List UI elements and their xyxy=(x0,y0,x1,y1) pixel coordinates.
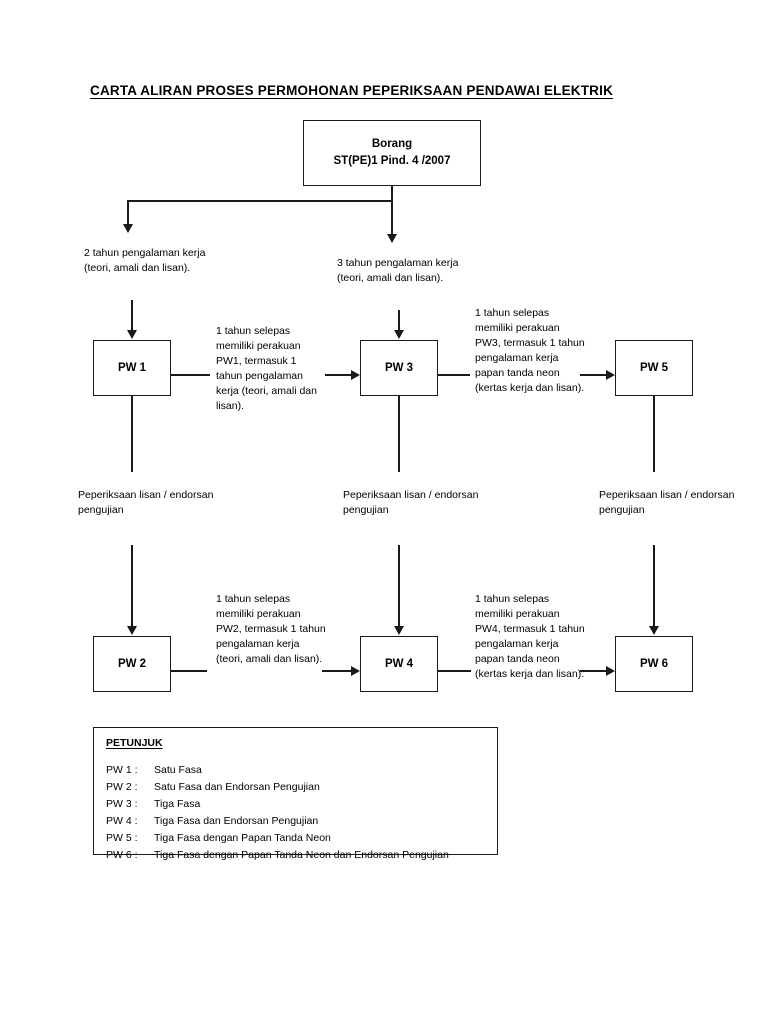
arrowhead-pw1-to-pw3 xyxy=(351,369,360,380)
connector-label-to-pw3 xyxy=(398,310,400,330)
edge-label-pw1-to-pw3: 1 tahun selepas memiliki perakuan PW1, t… xyxy=(216,325,317,412)
connector-pw2-to-pw4-tail xyxy=(322,670,353,672)
node-pw2: PW 2 xyxy=(93,636,171,692)
legend-value: Tiga Fasa dengan Papan Tanda Neon dan En… xyxy=(154,849,449,861)
node-pw5: PW 5 xyxy=(615,340,693,396)
edge-label-pw2-to-pw4: 1 tahun selepas memiliki perakuan PW2, t… xyxy=(216,593,326,665)
legend-row: PW 6 : Tiga Fasa dengan Papan Tanda Neon… xyxy=(106,847,489,864)
connector-split-bus xyxy=(128,200,392,202)
arrowhead-pw4-to-pw6 xyxy=(606,665,615,676)
node-pw6: PW 6 xyxy=(615,636,693,692)
arrowhead-pw2-to-pw4 xyxy=(351,665,360,676)
node-start-line2: ST(PE)1 Pind. 4 /2007 xyxy=(333,155,451,167)
connector-pw5-down-stem xyxy=(653,396,655,472)
connector-pw3-to-pw4-tail xyxy=(398,545,400,626)
connector-label-to-pw1 xyxy=(131,300,133,330)
legend-key: PW 2 : xyxy=(106,781,138,793)
node-pw3: PW 3 xyxy=(360,340,438,396)
legend-value: Satu Fasa xyxy=(154,764,202,776)
page-title: CARTA ALIRAN PROSES PERMOHONAN PEPERIKSA… xyxy=(90,83,614,98)
arrowhead-start-to-pw3 xyxy=(387,234,397,243)
edge-label-pw4-to-pw6: 1 tahun selepas memiliki perakuan PW4, t… xyxy=(475,593,585,680)
legend-row: PW 2 : Satu Fasa dan Endorsan Pengujian xyxy=(106,779,489,796)
connector-start-stem xyxy=(391,186,393,201)
edge-label-pw3-to-pw4: Peperiksaan lisan / endorsan pengujian xyxy=(343,489,479,516)
connector-pw3-down-stem xyxy=(398,396,400,472)
connector-pw3-to-pw5-tail xyxy=(580,374,608,376)
connector-pw1-to-pw3-tail xyxy=(325,374,353,376)
legend-value: Tiga Fasa dan Endorsan Pengujian xyxy=(154,815,319,827)
legend-heading: PETUNJUK xyxy=(106,737,163,749)
legend-value: Tiga Fasa dengan Papan Tanda Neon xyxy=(154,832,331,844)
node-start-form: Borang ST(PE)1 Pind. 4 /2007 xyxy=(303,120,481,186)
connector-start-to-pw3-branch xyxy=(391,200,393,236)
legend-key: PW 3 : xyxy=(106,798,138,810)
legend-value: Satu Fasa dan Endorsan Pengujian xyxy=(154,781,320,793)
arrowhead-into-pw3 xyxy=(394,330,404,339)
legend-rows: PW 1 : Satu Fasa PW 2 : Satu Fasa dan En… xyxy=(106,762,489,864)
legend-key: PW 1 : xyxy=(106,764,138,776)
legend-key: PW 4 : xyxy=(106,815,138,827)
connector-start-to-pw1-branch xyxy=(127,200,129,226)
legend-row: PW 5 : Tiga Fasa dengan Papan Tanda Neon xyxy=(106,830,489,847)
legend-row: PW 3 : Tiga Fasa xyxy=(106,796,489,813)
arrowhead-start-to-pw1 xyxy=(123,224,133,233)
edge-label-pw1-to-pw2: Peperiksaan lisan / endorsan pengujian xyxy=(78,489,214,516)
connector-pw3-to-pw5-stub xyxy=(438,374,470,376)
edge-label-pw3-to-pw5: 1 tahun selepas memiliki perakuan PW3, t… xyxy=(475,307,585,394)
arrowhead-pw3-to-pw5 xyxy=(606,369,615,380)
legend-key: PW 6 : xyxy=(106,849,138,861)
legend-row: PW 4 : Tiga Fasa dan Endorsan Pengujian xyxy=(106,813,489,830)
arrowhead-into-pw2 xyxy=(127,626,137,635)
legend-row: PW 1 : Satu Fasa xyxy=(106,762,489,779)
connector-pw4-to-pw6-tail xyxy=(580,670,608,672)
node-pw1: PW 1 xyxy=(93,340,171,396)
legend-value: Tiga Fasa xyxy=(154,798,201,810)
edge-label-start-to-pw1: 2 tahun pengalaman kerja (teori, amali d… xyxy=(84,247,206,274)
legend-box: PETUNJUK PW 1 : Satu Fasa PW 2 : Satu Fa… xyxy=(93,727,498,861)
edge-label-pw5-to-pw6: Peperiksaan lisan / endorsan pengujian xyxy=(599,489,735,516)
connector-pw1-to-pw2-tail xyxy=(131,545,133,626)
connector-pw1-down-stem xyxy=(131,396,133,472)
edge-label-start-to-pw3: 3 tahun pengalaman kerja (teori, amali d… xyxy=(337,257,459,284)
arrowhead-into-pw6 xyxy=(649,626,659,635)
connector-pw5-to-pw6-tail xyxy=(653,545,655,626)
connector-pw1-to-pw3-stub xyxy=(171,374,210,376)
connector-pw4-to-pw6-stub xyxy=(438,670,471,672)
legend-key: PW 5 : xyxy=(106,832,138,844)
connector-pw2-to-pw4-stub xyxy=(171,670,207,672)
arrowhead-into-pw4 xyxy=(394,626,404,635)
arrowhead-into-pw1 xyxy=(127,330,137,339)
node-start-line1: Borang xyxy=(371,138,413,151)
node-pw4: PW 4 xyxy=(360,636,438,692)
